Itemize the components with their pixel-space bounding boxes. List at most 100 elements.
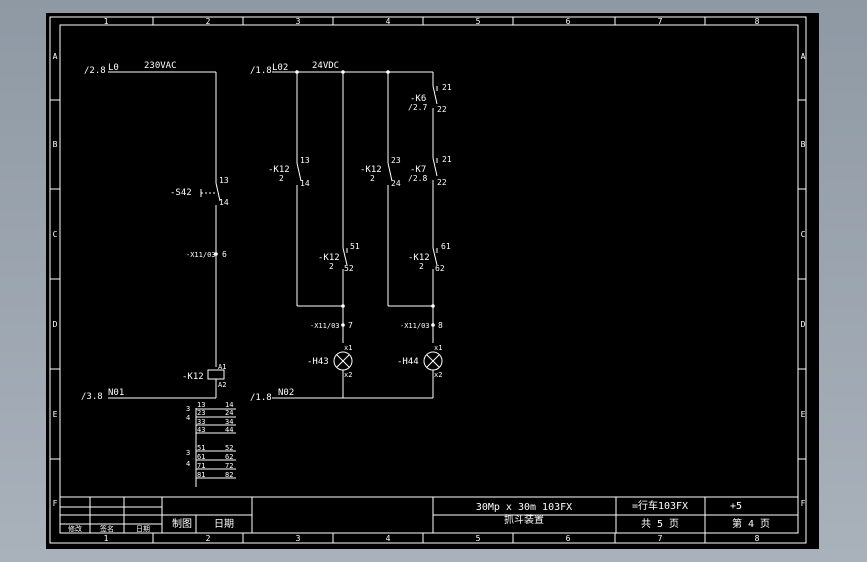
terminal-dot [214, 252, 218, 256]
terminal-pin: 7 [348, 321, 353, 330]
equipment-code: =行车103FX [632, 499, 688, 512]
coil-k12-label: -K12 [182, 372, 204, 382]
contact-k6-label: -K6 [410, 94, 426, 104]
contact-k12-51-52 [342, 247, 348, 266]
table-cell: 62 [225, 453, 233, 461]
table-cell: 61 [197, 453, 205, 461]
table-col-ref: 4 [186, 414, 190, 422]
total-pages: 共 5 页 [641, 518, 679, 530]
contact-k12-label: -K12 [318, 253, 340, 263]
lamp-h43-label: -H43 [307, 357, 329, 367]
contact-pin: 61 [441, 242, 451, 251]
terminal-dot [341, 323, 345, 327]
col-number: 4 [386, 17, 391, 26]
junction-dot [341, 304, 345, 308]
row-letter: F [801, 499, 806, 508]
col-number: 5 [476, 17, 481, 26]
col-number: 6 [566, 17, 571, 26]
column-ticks [152, 17, 706, 543]
row-letter: A [53, 52, 58, 61]
contact-pin: 23 [391, 156, 401, 165]
contact-pin: 62 [435, 264, 445, 273]
terminal-label: -X11/03 [186, 251, 216, 259]
col-number: 3 [296, 534, 301, 543]
contact-k12-label: -K12 [360, 165, 382, 175]
rev-header: 修改 [68, 524, 82, 533]
col-number: 4 [386, 534, 391, 543]
row-letter: B [53, 140, 58, 149]
row-letter: E [801, 410, 806, 419]
title-block: 修改 签名 日期 制图 日期 30Mp x 30m 103FX 抓斗装置 =行车… [60, 496, 798, 533]
table-cell: 23 [197, 409, 205, 417]
ref-top-right: /1.8 [250, 66, 272, 76]
page-number: 第 4 页 [732, 517, 770, 530]
contact-k6-ref: /2.7 [408, 103, 427, 112]
col-number: 8 [755, 534, 760, 543]
table-cell: 52 [225, 444, 233, 452]
inner-frame [59, 24, 799, 534]
terminal-label: -X11/03 [400, 322, 430, 330]
contact-pin: 14 [300, 179, 310, 188]
table-cell: 51 [197, 444, 205, 452]
project-name: 30Mp x 30m 103FX [476, 502, 572, 513]
switch-contact [215, 182, 221, 202]
row-letter: C [53, 230, 58, 239]
col-number: 6 [566, 534, 571, 543]
ref-bottom-right: /1.8 [250, 393, 272, 403]
ref-top-left: /2.8 [84, 66, 106, 76]
table-cell: 33 [197, 418, 205, 426]
col-number: 7 [658, 534, 663, 543]
draw-label: 制图 [172, 517, 192, 530]
lamp-pin: x2 [344, 371, 352, 379]
table-cell: 82 [225, 471, 233, 479]
contact-sub: 2 [329, 262, 334, 271]
contact-pin: 24 [391, 179, 401, 188]
lamp-h44-label: -H44 [397, 357, 419, 367]
table-col-ref: 3 [186, 405, 190, 413]
row-letter: D [801, 320, 806, 329]
lamp-pin: x1 [344, 344, 352, 352]
contact-pin: 52 [344, 264, 354, 273]
left-circuit: /2.8 L0 230VAC -S42 13 14 -X11/03 6 -K12… [81, 61, 229, 402]
line-label-l0: L0 [108, 63, 119, 73]
terminal-pin: 6 [222, 250, 227, 259]
terminal-label: -X11/03 [310, 322, 340, 330]
lamp-pin: x2 [434, 371, 442, 379]
col-number: 1 [104, 17, 109, 26]
table-cell: 13 [197, 401, 205, 409]
contact-k12-23-24 [387, 162, 393, 182]
drawing-sheet: 1 2 3 4 5 6 7 8 1 2 3 4 5 6 7 8 A B C D … [46, 13, 819, 549]
contact-pin: 21 [442, 83, 452, 92]
row-letters-left: A B C D E F [53, 52, 58, 508]
row-ticks [50, 99, 806, 460]
right-circuit: /1.8 L02 24VDC -K12 2 13 14 -K12 2 51 52… [250, 61, 452, 403]
coil-pin-a1: A1 [218, 363, 226, 371]
coil-pin-a2: A2 [218, 381, 226, 389]
col-number: 5 [476, 534, 481, 543]
row-letter: C [801, 230, 806, 239]
row-letters-right: A B C D E F [801, 52, 806, 508]
row-letter: B [801, 140, 806, 149]
contact-pin: 13 [300, 156, 310, 165]
contact-k6 [432, 85, 438, 105]
row-letter: D [53, 320, 58, 329]
table-cell: 14 [225, 401, 233, 409]
drawing-title: 抓斗装置 [504, 513, 544, 526]
contact-sub: 2 [370, 174, 375, 183]
ref-bottom-left: /3.8 [81, 392, 103, 402]
col-number: 2 [206, 17, 211, 26]
switch-pin-13: 13 [219, 176, 229, 185]
row-letter: E [53, 410, 58, 419]
line-label-n01: N01 [108, 388, 124, 398]
contact-sub: 2 [279, 174, 284, 183]
schematic-canvas: 1 2 3 4 5 6 7 8 1 2 3 4 5 6 7 8 A B C D … [49, 16, 807, 544]
contact-k12-label: -K12 [408, 253, 430, 263]
terminal-pin: 8 [438, 321, 443, 330]
voltage-label-230vac: 230VAC [144, 61, 177, 71]
col-number: 7 [658, 17, 663, 26]
table-cell: 71 [197, 462, 205, 470]
contact-k12-13-14 [296, 162, 302, 182]
coil-k12 [207, 369, 225, 380]
table-cell: 24 [225, 409, 233, 417]
location-code: +5 [730, 501, 742, 512]
